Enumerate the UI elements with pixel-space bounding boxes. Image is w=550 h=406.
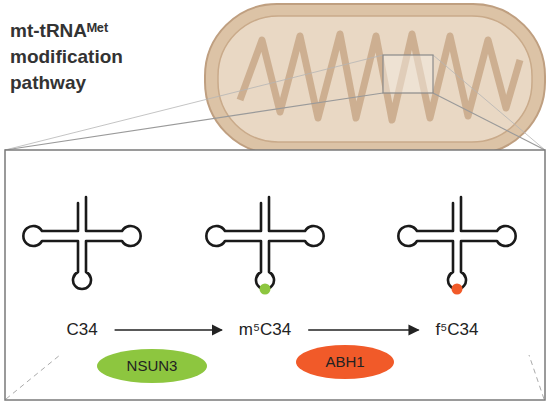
reaction-arrow xyxy=(308,329,418,331)
enzyme-ellipse: ABH1 xyxy=(295,344,395,380)
state-label: C34 xyxy=(63,318,100,342)
enzyme-name: NSUN3 xyxy=(127,357,178,374)
trna-cloverleaf xyxy=(206,197,323,289)
modification-dot xyxy=(260,284,271,295)
enzyme-name: ABH1 xyxy=(325,353,364,370)
title: mt-tRNAᴹᵉᵗ modification pathway xyxy=(10,18,175,96)
zoom-lines xyxy=(5,55,545,150)
reaction-arrow xyxy=(115,329,222,331)
nucleotide-label: C34 xyxy=(66,320,97,340)
trna-cloverleaf xyxy=(23,197,140,289)
state-label: f⁵C34 xyxy=(433,318,482,342)
zoom-dashes xyxy=(6,355,544,399)
state-label: m⁵C34 xyxy=(236,318,294,342)
nucleotide-label: f⁵C34 xyxy=(436,320,479,340)
zoom-box xyxy=(5,150,545,400)
enzyme-ellipse: NSUN3 xyxy=(96,348,208,384)
mitochondrion xyxy=(205,4,545,154)
trna-cloverleaf xyxy=(398,197,515,289)
nucleotide-label: m⁵C34 xyxy=(239,320,291,340)
trna-structures xyxy=(23,197,515,295)
modification-dot xyxy=(452,284,463,295)
